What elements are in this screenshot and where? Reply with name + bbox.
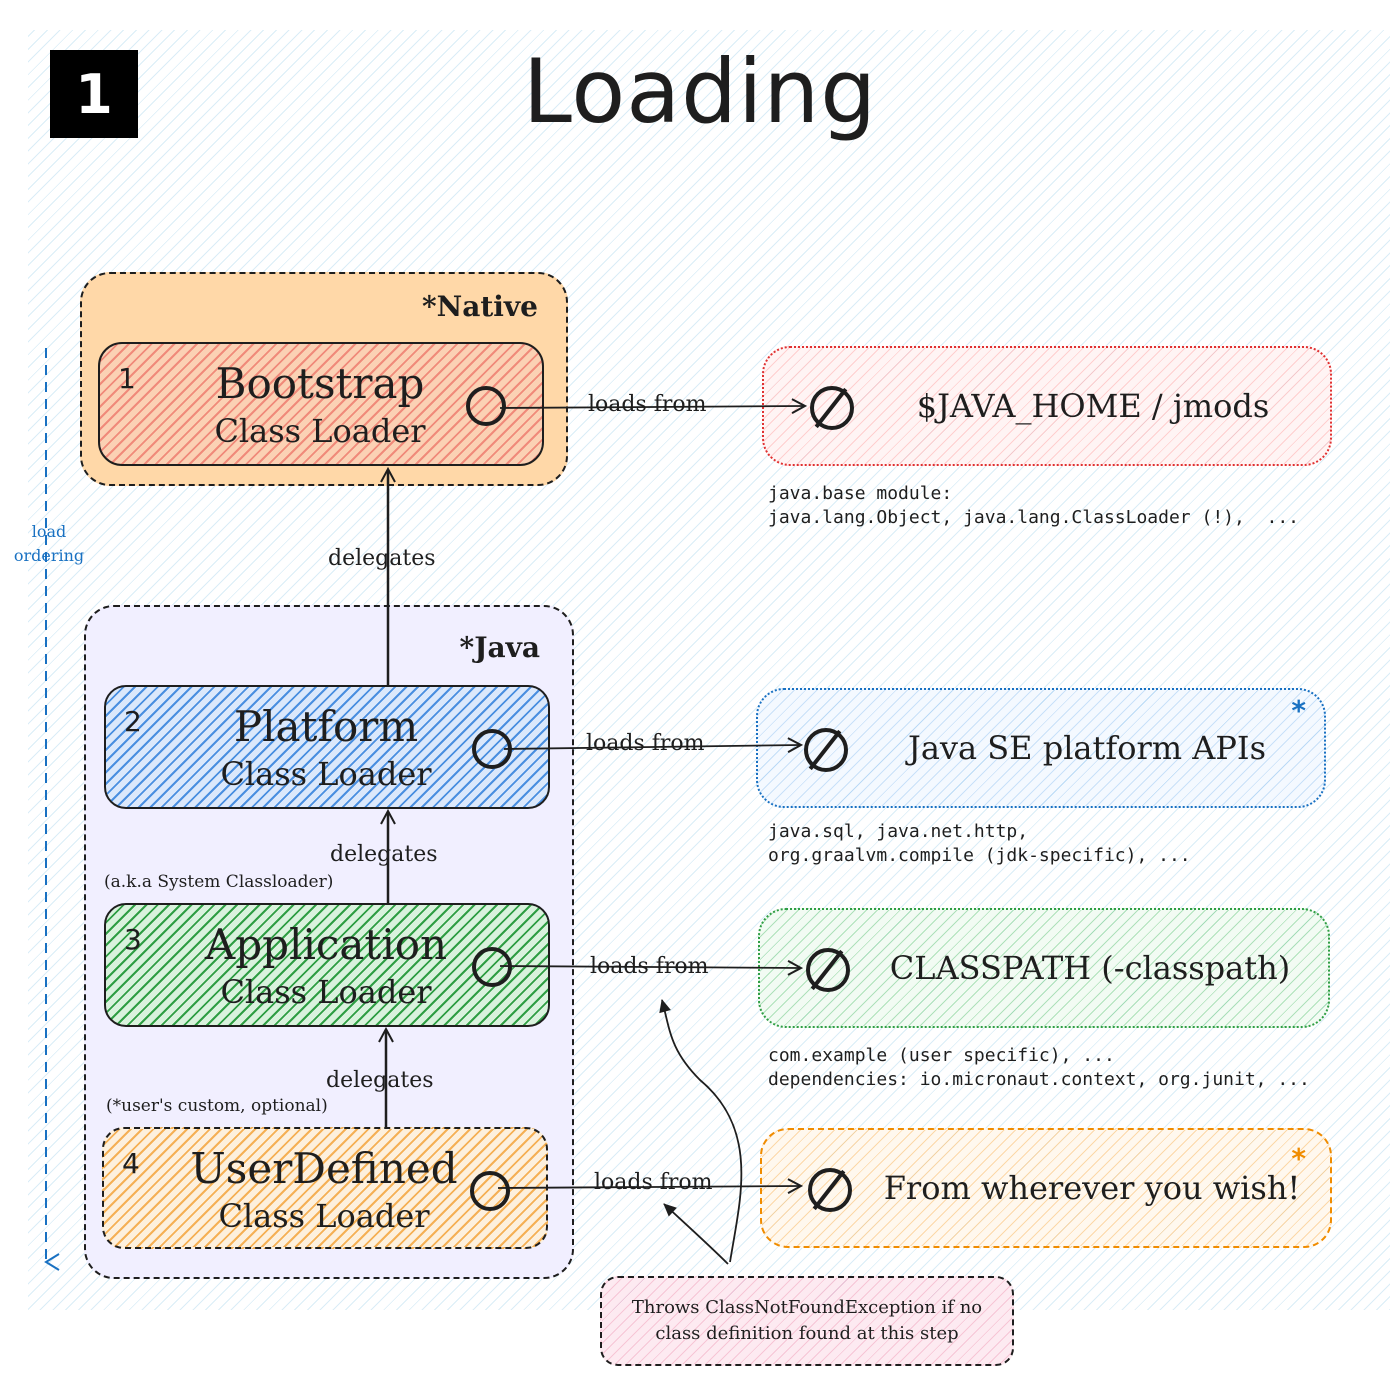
exception-arrow-to-user [663, 1203, 729, 1265]
class-not-found-note: Throws ClassNotFoundException if no clas… [600, 1276, 1014, 1366]
loader-name: Application [204, 920, 448, 969]
null-set-icon [806, 948, 850, 992]
loader-number: 1 [118, 362, 136, 395]
step-badge: 1 [50, 50, 138, 138]
bootstrap-examples: java.base module: java.lang.Object, java… [768, 483, 1300, 528]
platform-examples: java.sql, java.net.http, org.graalvm.com… [768, 821, 1191, 866]
load-ordering-line-1: load [31, 522, 67, 541]
delegates-label: delegates [328, 546, 436, 571]
page-title: Loading [522, 40, 878, 143]
application-examples: com.example (user specific), ... depende… [768, 1045, 1310, 1090]
exception-arrow-to-app [659, 999, 743, 1263]
java-group-label: *Java [459, 631, 540, 664]
loader-name: Bootstrap [215, 359, 425, 408]
bootstrap-class-loader: 1 Bootstrap Class Loader [98, 342, 544, 466]
source-java-se-apis: Java SE platform APIs * [756, 688, 1326, 808]
loads-from-arrow-app [499, 966, 800, 968]
delegates-label: delegates [330, 842, 438, 867]
asterisk-icon: * [1291, 1142, 1306, 1175]
loader-port-icon [472, 947, 512, 987]
source-classpath: CLASSPATH (-classpath) [758, 908, 1330, 1028]
userdefined-class-loader: 4 UserDefined Class Loader [102, 1127, 548, 1249]
loads-from-arrow-bootstrap [499, 406, 804, 408]
loads-from-arrow-user [497, 1186, 800, 1188]
delegates-label: delegates [326, 1068, 434, 1093]
source-jmods: $JAVA_HOME / jmods [762, 346, 1332, 466]
null-set-icon [808, 1168, 852, 1212]
loader-number: 4 [122, 1147, 140, 1180]
source-label: CLASSPATH (-classpath) [889, 949, 1291, 987]
load-ordering-line-2: ordering [13, 546, 85, 565]
loads-from-arrow-platform [503, 745, 800, 749]
loader-number: 2 [124, 705, 142, 738]
loader-subtitle: Class Loader [218, 1197, 430, 1235]
source-label: $JAVA_HOME / jmods [916, 387, 1270, 425]
system-classloader-note: (a.k.a System Classloader) [104, 872, 334, 892]
loads-from-label: loads from [588, 392, 707, 417]
application-class-loader: 3 Application Class Loader [104, 903, 550, 1027]
source-label: Java SE platform APIs [908, 729, 1266, 767]
source-label: From wherever you wish! [883, 1169, 1301, 1207]
loader-name: Platform [233, 702, 419, 751]
source-anywhere: From wherever you wish! * [760, 1128, 1332, 1248]
loader-port-icon [466, 386, 506, 426]
asterisk-icon: * [1291, 694, 1306, 727]
null-set-icon [804, 728, 848, 772]
loader-port-icon [470, 1171, 510, 1211]
loader-subtitle: Class Loader [220, 973, 432, 1011]
loads-from-label: loads from [586, 731, 705, 756]
platform-class-loader: 2 Platform Class Loader [104, 685, 550, 809]
loads-from-label: loads from [594, 1170, 713, 1195]
user-custom-note: (*user's custom, optional) [106, 1096, 328, 1116]
loader-subtitle: Class Loader [220, 755, 432, 793]
load-ordering-label: load ordering [10, 520, 88, 568]
loader-number: 3 [124, 923, 142, 956]
loader-name: UserDefined [190, 1144, 458, 1193]
loader-subtitle: Class Loader [214, 412, 426, 450]
native-group-label: *Native [421, 290, 538, 323]
loads-from-label: loads from [590, 954, 709, 979]
null-set-icon [810, 386, 854, 430]
